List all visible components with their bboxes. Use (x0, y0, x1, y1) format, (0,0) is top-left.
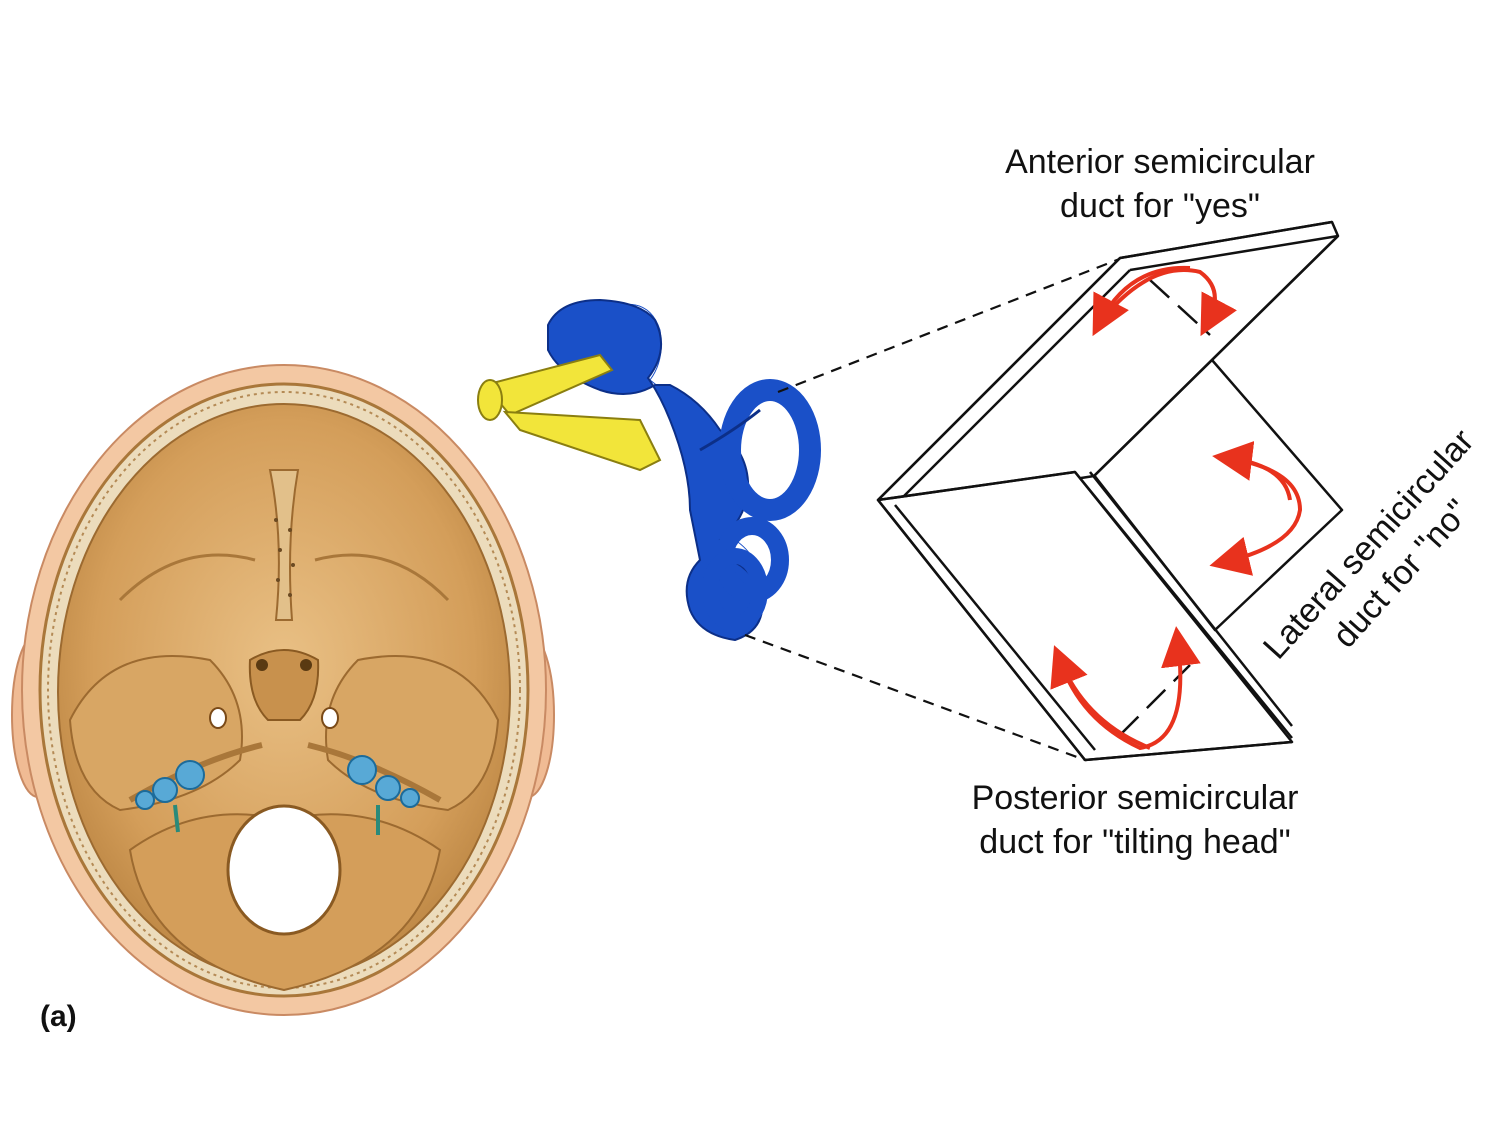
projection-lines (744, 256, 1123, 762)
posterior-label-line2: duct for "tilting head" (979, 823, 1291, 861)
anterior-label-line2: duct for "yes" (1060, 187, 1260, 225)
foramen-magnum (226, 804, 342, 936)
inner-ear-right-small (347, 755, 420, 835)
anterior-label-line1: Anterior semicircular (1005, 143, 1315, 181)
skull-base-illustration (11, 364, 555, 1016)
panel-label: (a) (40, 1000, 77, 1033)
posterior-duct-label: Posterior semicircular duct for "tilting… (925, 776, 1345, 864)
inner-ear-left-small (135, 760, 205, 833)
rotation-arrows (1050, 265, 1303, 751)
posterior-label-line1: Posterior semicircular (971, 779, 1299, 817)
anterior-duct-label: Anterior semicircular duct for "yes" (960, 140, 1360, 228)
labyrinth-illustration (477, 298, 821, 642)
